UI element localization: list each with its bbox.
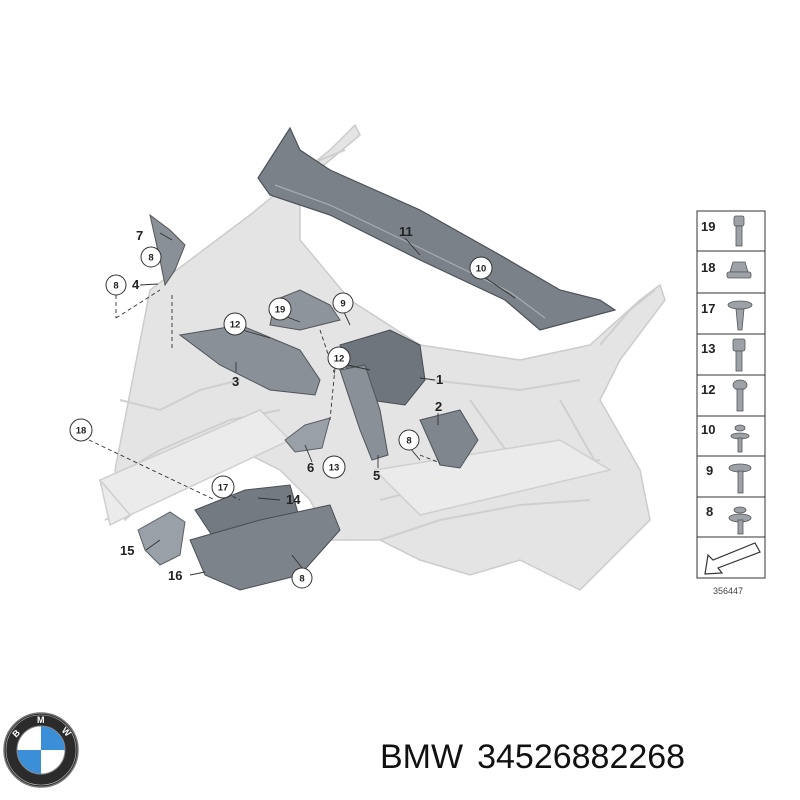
callout-15: 15 [120, 543, 134, 558]
svg-text:M: M [37, 715, 45, 725]
callout-circled-10: 10 [469, 256, 493, 280]
callout-11: 11 [399, 224, 413, 239]
callout-5: 5 [373, 468, 380, 483]
part-3-strut [178, 324, 321, 396]
clip-17-icon [727, 300, 753, 331]
fastener-legend: 19 18 17 13 12 10 9 8 [696, 210, 766, 596]
part-11-cowl-panel [257, 126, 617, 331]
screw-9-icon [728, 463, 752, 494]
callout-circled-19: 19 [268, 297, 292, 321]
callout-circled-8b: 8 [105, 274, 127, 296]
callout-4: 4 [132, 277, 140, 292]
part-2-bracket [419, 409, 479, 469]
bolt-12-icon [732, 379, 748, 412]
callout-circled-18: 18 [69, 418, 93, 442]
svg-text:8: 8 [148, 253, 153, 264]
caption-part-number: 34526882268 [477, 738, 686, 776]
diagram-number: 356447 [713, 586, 743, 596]
callouts-circled: 10 9 19 12 12 8 8 8 8 13 18 17 [69, 246, 493, 589]
svg-text:8: 8 [299, 574, 304, 585]
legend-num-12: 12 [701, 382, 715, 397]
callout-1: 1 [436, 372, 443, 387]
callout-circled-8d: 8 [291, 567, 313, 589]
callout-16: 16 [168, 568, 182, 583]
callout-circled-8a: 8 [140, 246, 162, 268]
svg-text:12: 12 [334, 354, 345, 365]
callout-circled-12b: 12 [327, 346, 351, 370]
legend-num-13: 13 [701, 341, 715, 356]
part-9-bracket [269, 289, 341, 331]
svg-text:8: 8 [406, 436, 411, 447]
legend-num-17: 17 [701, 301, 715, 316]
legend-num-9: 9 [706, 463, 713, 478]
legend-num-19: 19 [701, 219, 715, 234]
callout-circled-8c: 8 [398, 429, 420, 451]
callout-7: 7 [136, 228, 143, 243]
screw-10-icon [730, 424, 750, 453]
callout-circled-12a: 12 [223, 312, 247, 336]
callout-14: 14 [286, 492, 301, 507]
callout-circled-17: 17 [211, 475, 235, 499]
part-5-support [339, 364, 389, 461]
callout-3: 3 [232, 374, 239, 389]
svg-text:9: 9 [340, 299, 345, 310]
svg-text:8: 8 [113, 281, 118, 292]
callout-6: 6 [307, 460, 314, 475]
part-caption: BMW 34526882268 [380, 738, 790, 777]
nut-18-icon [726, 261, 752, 279]
bolt-19-icon [733, 215, 745, 247]
caption-brand: BMW [380, 738, 464, 776]
callouts-plain: 11 7 4 3 1 2 5 6 14 15 16 [120, 224, 443, 583]
legend-num-10: 10 [701, 422, 715, 437]
svg-text:17: 17 [218, 483, 229, 494]
svg-text:12: 12 [230, 320, 241, 331]
svg-text:19: 19 [275, 305, 286, 316]
svg-text:18: 18 [76, 426, 87, 437]
part-15-cover [137, 511, 186, 566]
legend-num-18: 18 [701, 260, 715, 275]
bmw-logo: B M W [3, 712, 79, 788]
callout-circled-13: 13 [322, 455, 346, 479]
part-6-plate [284, 417, 331, 453]
svg-text:10: 10 [476, 264, 487, 275]
screw-8-icon [728, 506, 752, 535]
svg-text:13: 13 [329, 463, 340, 474]
arrow-icon [704, 542, 761, 575]
leader-lines [139, 232, 516, 576]
legend-num-8: 8 [706, 504, 713, 519]
bolt-13-icon [732, 338, 746, 372]
callout-circled-9: 9 [332, 292, 354, 314]
callout-2: 2 [435, 399, 442, 414]
